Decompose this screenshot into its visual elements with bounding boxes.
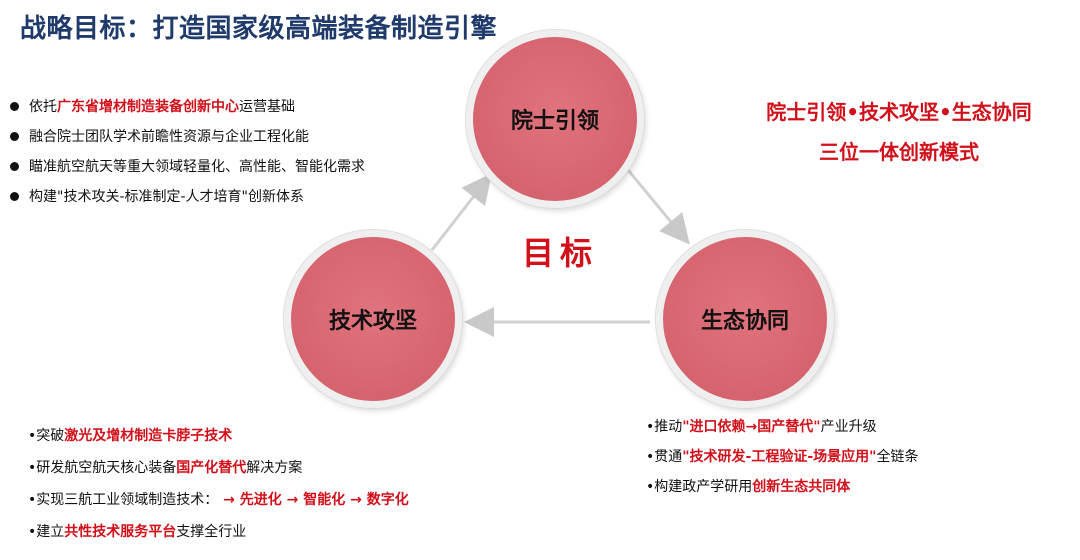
bullet-dot-icon (10, 101, 19, 111)
list-item: •突破激光及增材制造卡脖子技术 (28, 428, 233, 444)
bullet-dot-icon (10, 191, 19, 201)
list-item: 构建"技术攻关-标准制定-人才培育"创新体系 (10, 182, 470, 212)
bullet-dot-icon (10, 131, 19, 141)
model-line-1: 院士引领•技术攻坚•生态协同 (766, 100, 1032, 124)
arrow-top-to-right (626, 169, 690, 245)
list-item: •实现三航工业领域制造技术： → 先进化 → 智能化 → 数字化 (28, 492, 409, 508)
list-item: •推动"进口依赖→国产替代"产业升级 (646, 419, 877, 435)
page-title: 战略目标：打造国家级高端装备制造引擎 (20, 14, 498, 44)
list-item: 瞄准航空航天等重大领域轻量化、高性能、智能化需求 (10, 152, 470, 182)
list-item: •构建政产学研用创新生态共同体 (646, 479, 851, 495)
circle-ecosystem-synergy: 生态协同 (656, 230, 834, 408)
left-bullet-list: •突破激光及增材制造卡脖子技术 •研发航空航天核心装备国产化替代解决方案 •实现… (28, 420, 588, 548)
list-item: •建立共性技术服务平台支撑全行业 (28, 524, 247, 540)
list-item: 依托广东省增材制造装备创新中心运营基础 (10, 92, 470, 122)
bullet-dot-icon (10, 161, 19, 171)
list-item: •贯通"技术研发-工程验证-场景应用"全链条 (646, 449, 919, 465)
right-bullet-list: •推动"进口依赖→国产替代"产业升级 •贯通"技术研发-工程验证-场景应用"全链… (646, 412, 1066, 502)
model-text: 院士引领•技术攻坚•生态协同 三位一体创新模式 (744, 92, 1054, 172)
list-item: •研发航空航天核心装备国产化替代解决方案 (28, 460, 303, 476)
center-goal-label: 目标 (522, 234, 599, 272)
top-bullet-list: 依托广东省增材制造装备创新中心运营基础 融合院士团队学术前瞻性资源与企业工程化能… (10, 92, 470, 212)
circle-academician-lead: 院士引领 (466, 30, 644, 208)
model-line-2: 三位一体创新模式 (819, 140, 979, 164)
circle-tech-breakthrough: 技术攻坚 (284, 230, 462, 408)
list-item: 融合院士团队学术前瞻性资源与企业工程化能 (10, 122, 470, 152)
arrow-left-to-top (430, 173, 492, 251)
